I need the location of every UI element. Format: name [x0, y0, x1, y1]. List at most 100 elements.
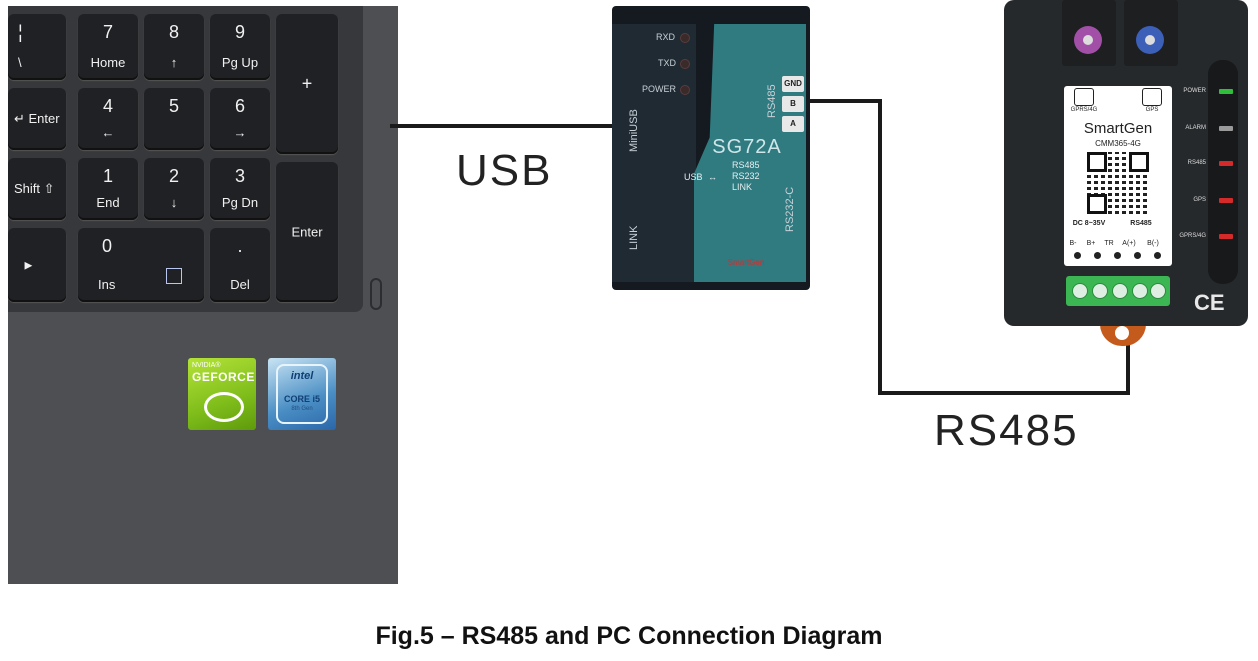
cmm365-module	[1004, 0, 1248, 326]
pin-dot	[1154, 252, 1161, 259]
key-label-bottom: \	[18, 55, 22, 70]
key-2: 2 ↓	[144, 158, 204, 220]
key-plus: +	[276, 14, 338, 154]
key-label-top: 1	[102, 166, 113, 186]
figure-caption: Fig.5 – RS485 and PC Connection Diagram	[375, 622, 883, 650]
power-rating: DC 8~35V	[1072, 220, 1106, 227]
key-label-bottom: Pg Dn	[221, 195, 259, 210]
nvidia-sticker: NVIDIA® GEFORCE	[188, 358, 256, 430]
link-port-label: LINK	[628, 225, 640, 250]
rs485-port-label: RS485	[766, 84, 778, 118]
status-led-strip	[1208, 60, 1238, 284]
key-enter: Enter	[276, 162, 338, 302]
key-shift: Shift ⇧	[8, 158, 66, 220]
nvidia-product: GEFORCE	[192, 370, 255, 384]
key-6: 6 →	[210, 88, 270, 150]
sg72a-model: SG72A	[712, 136, 782, 158]
led-label-rxd: RXD	[656, 32, 676, 42]
mode-link: LINK	[732, 182, 753, 192]
key-label-top: 0	[102, 236, 113, 256]
rs485-cable-top	[806, 99, 882, 103]
mode-usb: USB	[684, 172, 703, 182]
antenna-label-gps: GPS	[1145, 107, 1159, 113]
rs485-cable-riser	[1126, 340, 1130, 395]
mode-rs232: RS232	[732, 171, 760, 181]
antenna-connector-4g	[1062, 0, 1116, 66]
key-4: 4 ←	[78, 88, 138, 150]
key-label-top: .	[237, 236, 243, 256]
key-label-top: 6	[234, 96, 245, 116]
key-label-bottom: →	[233, 125, 247, 140]
mounting-hole	[1115, 326, 1129, 340]
pin-label: TR	[1104, 240, 1114, 247]
terminal-block	[1066, 276, 1170, 306]
key-label-bottom: Ins	[98, 277, 116, 292]
nvidia-eye-icon	[204, 392, 244, 422]
key-label-bottom: Del	[230, 277, 250, 292]
alarm-led-icon	[1219, 126, 1233, 131]
power-led-icon	[680, 85, 690, 95]
rs485-cable-vertical	[878, 99, 882, 395]
key-arrow-right: ►	[8, 228, 66, 302]
ce-mark: CE	[1194, 290, 1225, 315]
sg72a-front-panel	[694, 24, 806, 282]
key-label-bottom: End	[96, 195, 120, 210]
status-label-gprs: GPRS/4G	[1179, 233, 1206, 239]
module-model: CMM365-4G	[1095, 139, 1141, 148]
sg72a-brand: SmartGen	[727, 258, 765, 267]
usb-connection-label: USB	[456, 146, 553, 195]
key-label-top: 5	[168, 96, 179, 116]
pin-label: A(+)	[1122, 240, 1136, 247]
menu-icon	[166, 268, 182, 284]
laptop-photo: ¦ \ 7 Home 8 ↑ 9 Pg Up + ↵ Enter 4 ← 5	[8, 6, 398, 584]
antenna-connector-gps	[1124, 0, 1178, 66]
intel-brand: intel	[290, 370, 314, 382]
qr-eye	[1087, 152, 1107, 172]
key-label-top: 4	[102, 96, 113, 116]
qr-eye	[1129, 152, 1149, 172]
keyboard-deck: ¦ \ 7 Home 8 ↑ 9 Pg Up + ↵ Enter 4 ← 5	[8, 6, 363, 312]
sg72a-converter: RXD TXD POWER MiniUSB LINK RS485 RS232-C…	[612, 6, 810, 290]
status-label-power: POWER	[1183, 88, 1206, 94]
key-7: 7 Home	[78, 14, 138, 80]
mode-arrow-icon: ↔	[708, 172, 717, 182]
screw-icon	[1132, 283, 1148, 299]
pin-dot	[1114, 252, 1121, 259]
nvidia-brand: NVIDIA®	[192, 362, 221, 369]
qr-code	[1087, 152, 1149, 214]
led-label-power: POWER	[642, 84, 677, 94]
txd-led-icon	[680, 59, 690, 69]
status-label-alarm: ALARM	[1185, 125, 1206, 131]
key-enter-left: ↵ Enter	[8, 88, 66, 150]
antenna-4g-icon	[1074, 26, 1102, 54]
status-label-rs485: RS485	[1187, 160, 1206, 166]
power-led-icon	[1219, 89, 1233, 94]
led-label-txd: TXD	[658, 58, 676, 68]
terminal-a: A	[782, 116, 804, 132]
key-label-bottom: ↓	[170, 195, 178, 210]
key-label-top: 9	[234, 22, 245, 42]
terminal-b: B	[782, 96, 804, 112]
key-label: +	[301, 73, 313, 94]
intel-product: CORE i5	[283, 394, 320, 404]
miniusb-label: MiniUSB	[628, 109, 640, 152]
screw-icon	[1150, 283, 1166, 299]
key-label-bottom: ↑	[170, 55, 178, 70]
pin-dot	[1074, 252, 1081, 259]
module-brand: SmartGen	[1083, 120, 1153, 137]
key-8: 8 ↑	[144, 14, 204, 80]
pin-dot	[1094, 252, 1101, 259]
mode-rs485: RS485	[732, 160, 760, 170]
key-label: Enter	[291, 224, 323, 240]
status-label-gps: GPS	[1193, 197, 1206, 203]
key-3: 3 Pg Dn	[210, 158, 270, 220]
qr-eye	[1087, 194, 1107, 214]
rs485-connection-label: RS485	[934, 406, 1079, 455]
key-5: 5	[144, 88, 204, 150]
key-label: ↵ Enter	[14, 111, 60, 126]
pin-label: B(-)	[1147, 240, 1159, 247]
rs485-block-label: RS485	[1130, 220, 1152, 227]
key-0: 0 Ins	[78, 228, 204, 302]
key-label: ►	[22, 257, 35, 273]
key-label-bottom: Pg Up	[221, 55, 259, 70]
